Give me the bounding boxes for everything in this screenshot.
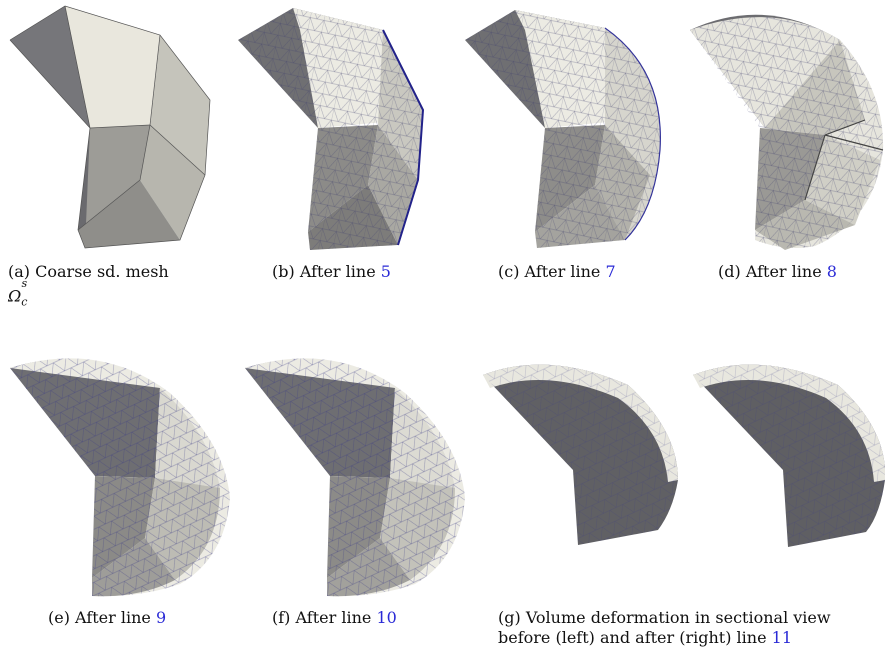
panel-e-smoothed-mesh [0,348,240,598]
panel-b-refined-mesh [228,0,453,252]
caption-g-tag: (g) [498,608,521,627]
caption-e-tag: (e) [48,608,70,627]
caption-a-tag: (a) [8,262,31,281]
panel-a-coarse-mesh [0,0,225,252]
caption-e-line-ref[interactable]: 9 [155,608,167,627]
caption-b: (b) After line 5 [272,262,391,282]
caption-b-text: After line [299,262,376,281]
caption-g: (g) Volume deformation in sectional view [498,608,885,628]
caption-a-omega-sup: s [21,277,28,290]
panel-d-surface-projection [685,0,885,252]
caption-d-text: After line [745,262,822,281]
caption-c-line-ref[interactable]: 7 [605,262,616,281]
caption-f-text: After line [295,608,372,627]
caption-g-line2: before (left) and after (right) line [498,628,767,647]
caption-b-line-ref[interactable]: 5 [380,262,391,281]
panel-c-partial-projection [455,0,680,252]
caption-d-line-ref[interactable]: 8 [826,262,837,281]
caption-g-second-line: before (left) and after (right) line 11 [498,628,792,648]
caption-b-tag: (b) [272,262,295,281]
caption-d-tag: (d) [718,262,741,281]
caption-g-line1: Volume deformation in sectional view [525,608,831,627]
caption-f-line-ref[interactable]: 10 [376,608,397,627]
caption-a-omega-sub: c [21,295,28,309]
caption-e: (e) After line 9 [48,608,166,628]
panel-g-section-before [478,360,688,555]
caption-g-line-ref[interactable]: 11 [771,628,793,647]
caption-a: (a) Coarse sd. mesh [8,262,169,282]
caption-a-symbol: Ωcs [8,277,28,313]
caption-c-tag: (c) [498,262,520,281]
panel-g-section-after [688,360,885,555]
caption-f-tag: (f) [272,608,291,627]
caption-a-text: Coarse sd. mesh [35,262,169,281]
caption-c: (c) After line 7 [498,262,616,282]
caption-f: (f) After line 10 [272,608,397,628]
panel-f-optimized-mesh [235,348,475,598]
caption-a-omega: Ω [8,286,22,306]
caption-c-text: After line [524,262,601,281]
caption-e-text: After line [75,608,151,627]
caption-d: (d) After line 8 [718,262,837,282]
